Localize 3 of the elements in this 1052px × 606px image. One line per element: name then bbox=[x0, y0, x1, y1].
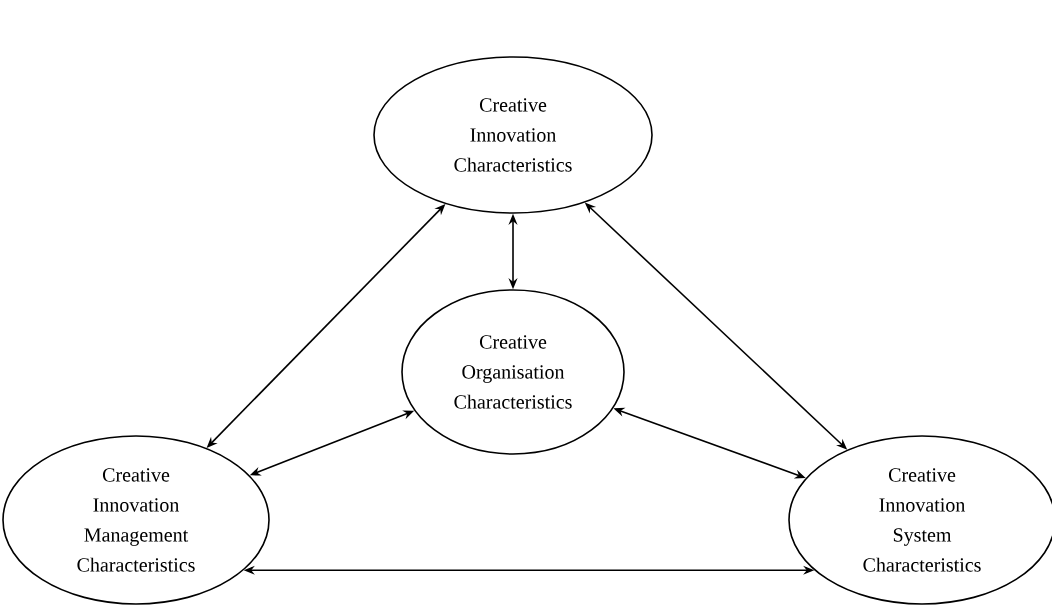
ellipse-node: Creative Innovation Characteristics bbox=[373, 56, 653, 214]
ellipse-node: Creative Innovation Management Characteristics bbox=[2, 435, 270, 605]
ellipse-node: Creative Organisation Characteristics bbox=[401, 289, 625, 455]
